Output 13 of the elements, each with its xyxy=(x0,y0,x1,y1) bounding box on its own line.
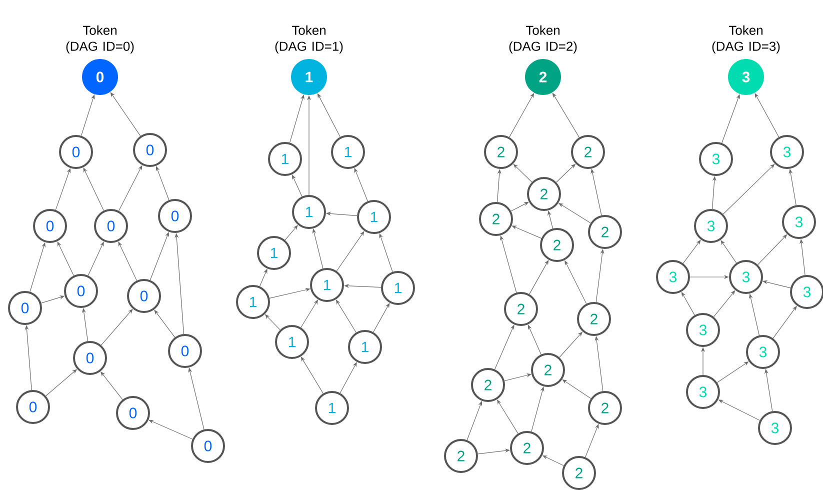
arrow xyxy=(762,280,791,288)
arrow xyxy=(720,240,737,264)
heading: Token (DAG ID=3) xyxy=(712,25,780,54)
arrow xyxy=(504,373,532,382)
arrow xyxy=(682,240,701,264)
arrow xyxy=(110,92,141,136)
heading: Token (DAG ID=0) xyxy=(66,25,134,54)
arrow xyxy=(300,356,324,394)
arrow xyxy=(312,228,324,269)
arrow xyxy=(154,310,176,338)
heading: Token (DAG ID=2) xyxy=(509,25,577,54)
arrow xyxy=(528,324,542,355)
heading: Token (DAG ID=1) xyxy=(275,25,343,54)
